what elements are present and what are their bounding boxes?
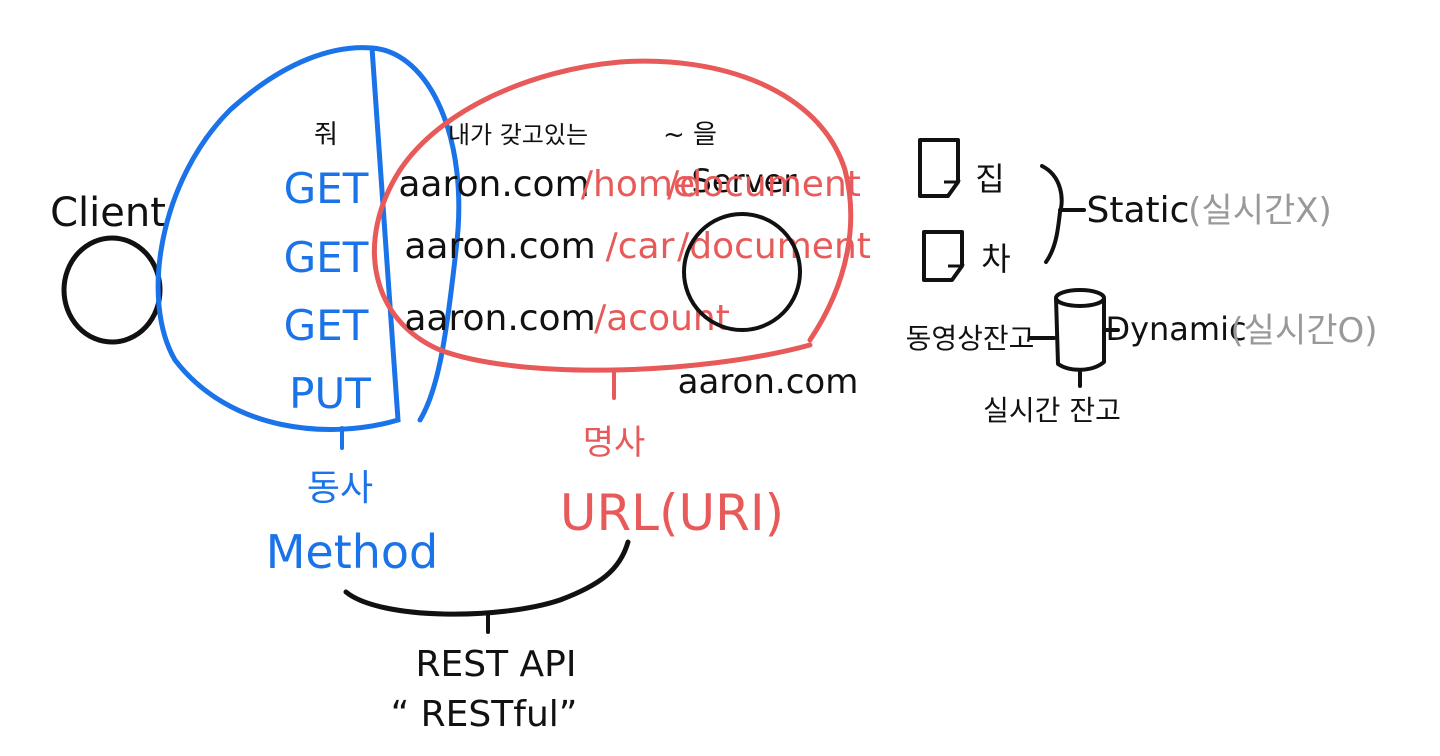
client-circle [61,235,163,345]
domain-row-3: aaron.com [404,298,595,339]
extra-row-2: /document [677,226,871,267]
method-get-3: GET [284,301,369,350]
database-cylinder-icon [1054,288,1106,372]
static-item-house: 집 [975,160,1004,198]
static-item-car: 차 [981,240,1010,278]
url-label: URL(URI) [560,484,784,542]
static-note: (실시간X) [1188,191,1332,231]
method-oval [155,45,462,432]
method-get-1: GET [284,164,369,213]
method-label: Method [266,525,439,579]
extra-row-1: /document [667,164,861,205]
static-label: Static [1087,190,1190,231]
verb-label: 동사 [307,468,373,509]
dynamic-bottom-label: 실시간 잔고 [983,394,1121,427]
noun-label: 명사 [583,423,646,463]
server-domain: aaron.com [678,362,859,402]
doc-icon-car [922,230,965,282]
path-row-1: /home [581,164,695,205]
method-caption: 줘 [314,120,338,150]
server-circle [682,212,802,332]
domain-row-2: aaron.com [404,226,595,267]
dynamic-label: Dynamic [1105,310,1246,348]
doc-icon-house [918,138,961,198]
client-label: Client [50,190,166,236]
rest-api-label: REST API [416,644,577,685]
rest-brace [343,539,631,617]
resource-oval [371,58,854,373]
resource-caption: 내가 갖고있는 [448,121,588,149]
dynamic-note: (실시간O) [1230,311,1377,351]
server-overwritten-text: Server [692,162,798,200]
method-get-2: GET [284,233,369,282]
path-row-2: /car [606,226,675,267]
method-put: PUT [289,369,371,418]
dynamic-left-label: 동영상잔고 [906,322,1035,355]
restful-label: “ RESTful” [391,694,578,735]
static-brace [1040,164,1086,264]
resource-suffix-caption: ~ 을 [663,120,717,150]
domain-row-1: aaron.com [398,164,589,205]
